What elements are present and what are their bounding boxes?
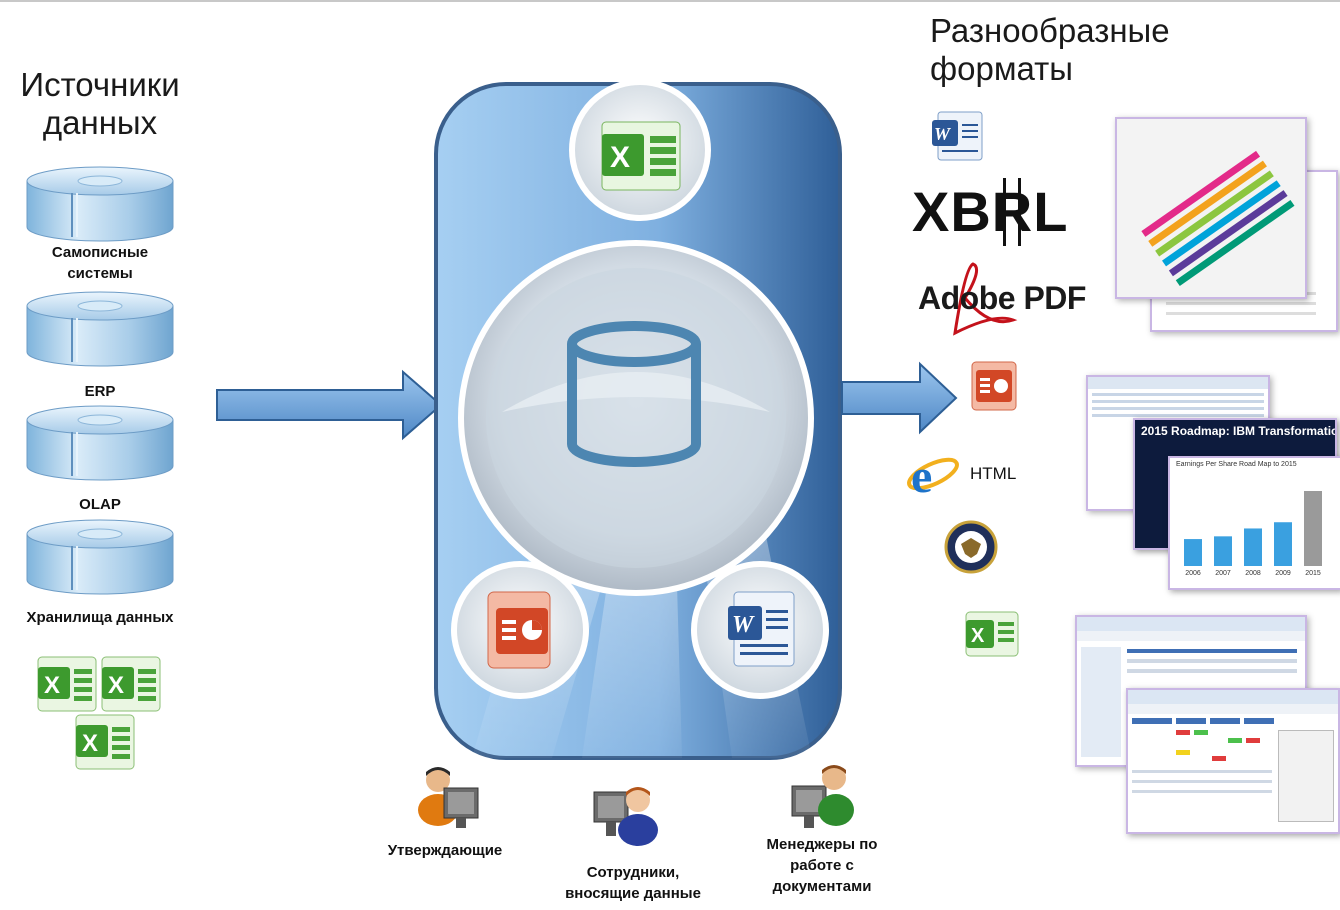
excel-icon: X <box>101 656 161 712</box>
svg-text:e: e <box>911 450 932 503</box>
ibm-report-cover-thumbnail <box>1115 117 1307 299</box>
user-label-doc-managers: Менеджеры по работе с документами <box>732 834 912 897</box>
svg-text:X: X <box>610 141 630 174</box>
powerpoint-icon <box>487 591 551 669</box>
svg-text:X: X <box>108 672 124 699</box>
eps-tick-label: 2009 <box>1275 570 1291 577</box>
arrow-right-icon <box>841 361 958 435</box>
xbrl-logo: XBRL <box>912 180 1069 243</box>
svg-text:W: W <box>732 612 755 638</box>
ibm-logo-stripes <box>1141 150 1295 287</box>
source-label-2: ERP <box>84 383 116 400</box>
spreadsheet-front-thumbnail <box>1126 688 1340 834</box>
word-icon: W <box>932 111 983 161</box>
source-label-1-line2: системы <box>67 265 133 282</box>
word-icon: W <box>728 591 795 667</box>
excel-files-group: X X X <box>37 656 161 770</box>
eps-bar <box>1244 528 1262 566</box>
excel-icon: X <box>75 714 135 770</box>
source-label-1: Самописные системы <box>5 242 195 284</box>
source-label-1-line1: Самописные <box>51 244 149 261</box>
eps-bar <box>1304 491 1322 566</box>
formats-title-line2: форматы <box>930 50 1074 87</box>
eps-bar-chart: 2006 2007 2008 2009 2015 <box>1184 491 1322 577</box>
eps-chart-title: Earnings Per Share Road Map to 2015 <box>1176 461 1297 468</box>
user-label-approvers: Утверждающие <box>387 842 503 859</box>
svg-text:X: X <box>82 730 98 757</box>
formats-title-line1: Разнообразные <box>930 12 1170 49</box>
database-icon <box>26 519 174 595</box>
user-label-doc-managers-line2: работе с <box>790 857 854 874</box>
source-cylinder-1 <box>25 165 175 245</box>
database-icon <box>26 405 174 481</box>
database-icon <box>567 321 701 467</box>
eps-bar <box>1214 536 1232 566</box>
svg-text:X: X <box>971 625 985 647</box>
xbrl-divider <box>1018 178 1021 246</box>
database-icon <box>26 166 174 242</box>
user-label-data-entry-line1: Сотрудники, <box>586 864 680 881</box>
excel-icon: X <box>601 121 681 191</box>
roadmap-slide-title: 2015 Roadmap: IBM Transformation Co <box>1141 424 1337 438</box>
user-icon <box>418 767 479 828</box>
xbrl-divider <box>1003 178 1006 246</box>
eps-bar <box>1184 539 1202 566</box>
svg-text:W: W <box>934 124 952 144</box>
svg-text:X: X <box>44 672 60 699</box>
eps-tick-label: 2007 <box>1215 570 1231 577</box>
database-icon <box>26 291 174 367</box>
sources-title: Источники данных <box>0 66 200 142</box>
eps-chart-thumbnail: Earnings Per Share Road Map to 2015 2006… <box>1168 456 1340 590</box>
formats-title: Разнообразные форматы <box>930 12 1240 88</box>
user-label-doc-managers-line3: документами <box>772 878 872 895</box>
eps-tick-label: 2008 <box>1245 570 1261 577</box>
source-cylinder-4 <box>25 518 175 598</box>
source-cylinder-2 <box>25 290 175 370</box>
pdf-acrobat-icon <box>953 262 1018 336</box>
excel-icon: X <box>37 656 97 712</box>
user-label-data-entry-line2: вносящие данные <box>565 885 701 902</box>
user-label-doc-managers-line1: Менеджеры по <box>766 836 878 853</box>
user-icon <box>593 787 658 846</box>
central-platform-panel: X W <box>434 79 842 760</box>
html-label: HTML <box>970 464 1017 483</box>
user-icon <box>791 765 854 828</box>
sec-seal-icon <box>944 520 998 574</box>
source-label-3: OLAP <box>79 496 121 513</box>
sources-title-line1: Источники <box>20 66 180 103</box>
eps-bar <box>1274 522 1292 566</box>
user-label-data-entry: Сотрудники, вносящие данные <box>548 862 718 904</box>
powerpoint-icon <box>971 361 1017 411</box>
ie-icon: e <box>907 450 959 503</box>
top-divider <box>0 0 1340 2</box>
source-label-4: Хранилища данных <box>26 609 174 626</box>
sources-title-line2: данных <box>42 104 158 141</box>
source-cylinder-3 <box>25 404 175 484</box>
eps-tick-label: 2015 <box>1305 570 1321 577</box>
excel-icon: X <box>965 611 1019 657</box>
pdf-logo-text: Adobe PDF <box>918 280 1086 316</box>
arrow-right-icon <box>216 369 443 441</box>
eps-tick-label: 2006 <box>1185 570 1201 577</box>
